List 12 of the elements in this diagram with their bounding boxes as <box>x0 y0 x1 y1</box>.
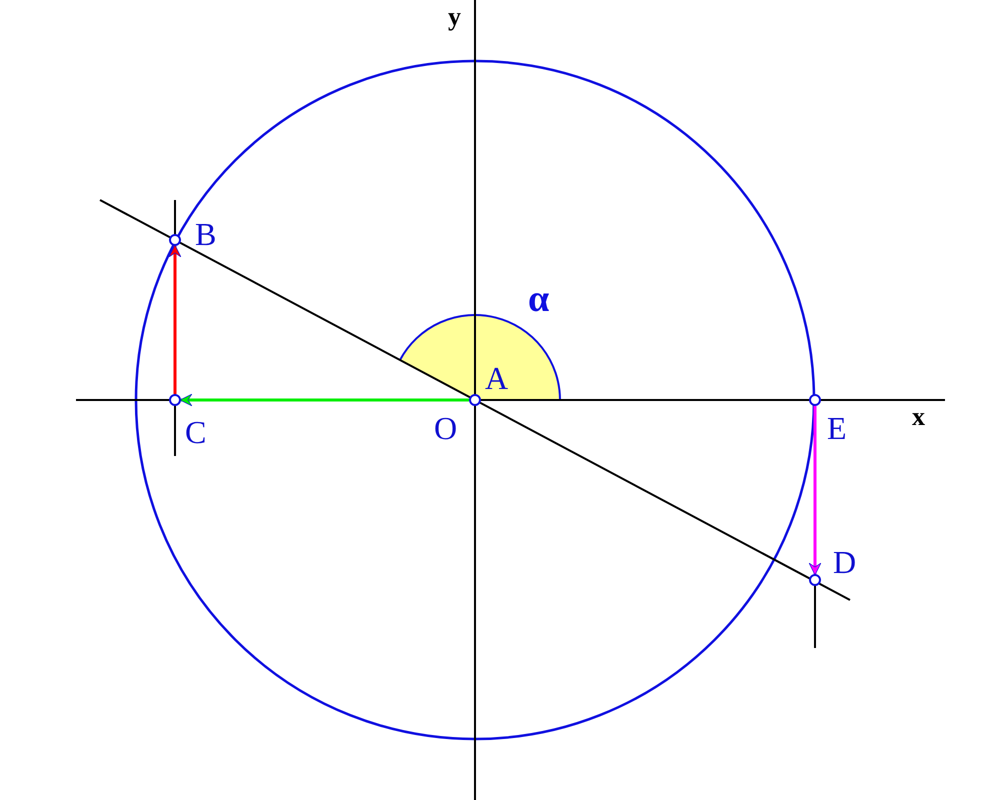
point-label: B <box>195 218 216 250</box>
axis-label: y <box>448 4 461 30</box>
point-label: C <box>185 416 206 448</box>
vector-arrow <box>168 244 182 394</box>
vector-arrow <box>180 394 469 406</box>
angle-label: α <box>528 280 550 318</box>
point-label: D <box>833 546 856 578</box>
point-label: E <box>827 412 847 444</box>
vector-arrow <box>808 406 822 576</box>
point-label: A <box>485 362 508 394</box>
axis-label: x <box>912 404 925 430</box>
origin-label: O <box>434 412 458 444</box>
